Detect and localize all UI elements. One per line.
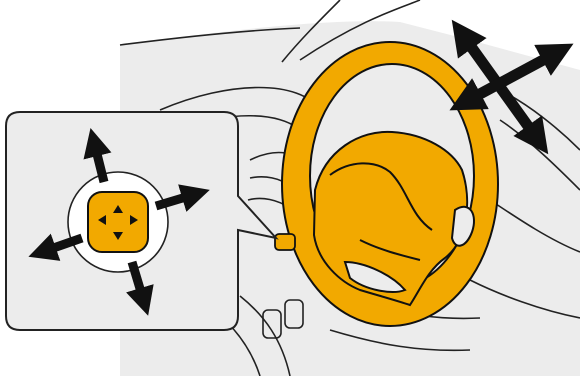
four-way-switch-zoom (88, 192, 148, 252)
four-way-switch-icon (275, 234, 295, 250)
steering-wheel (282, 42, 498, 326)
